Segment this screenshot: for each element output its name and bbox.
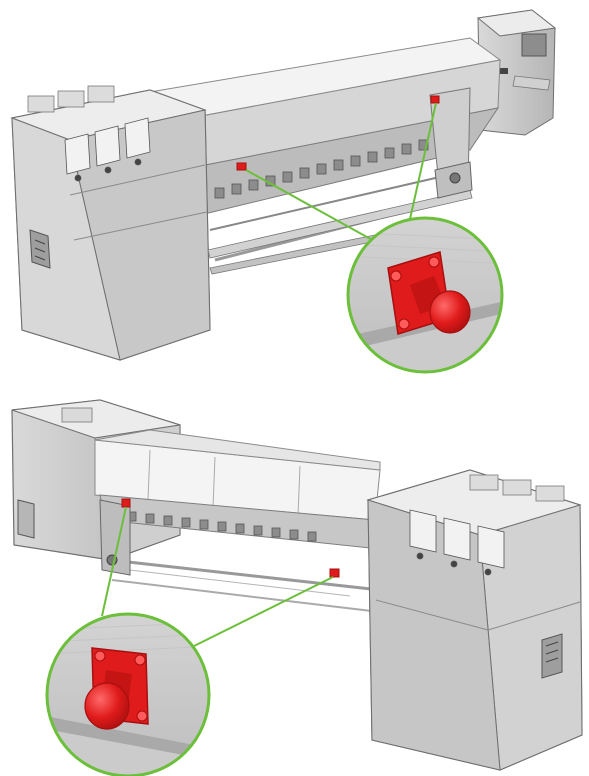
bottom-emergency-stop-button [84, 647, 149, 730]
top-callout-line-right [409, 102, 437, 220]
bottom-zoom-callout [45, 612, 211, 776]
top-ink-cartridges [64, 117, 151, 182]
control-panel-screen-icon [521, 33, 547, 57]
top-estop-marker-left [236, 162, 247, 171]
bottom-estop-marker-left [121, 498, 131, 508]
bottom-estop-marker-right [329, 568, 340, 578]
top-left-cabinet [10, 85, 211, 361]
top-callout-line-left [245, 169, 386, 248]
bottom-printer-view [11, 399, 583, 776]
top-emergency-stop-button [387, 251, 471, 335]
bottom-callout-line-right [189, 576, 334, 649]
top-vent-grille [29, 229, 51, 269]
bottom-side-door-icon [17, 499, 35, 539]
bottom-ink-cartridges [409, 509, 505, 576]
bottom-right-cabinet [366, 469, 583, 771]
bottom-callout-line-left [101, 506, 127, 617]
bottom-vent-grille [541, 633, 563, 679]
power-switch-icon [500, 68, 508, 74]
top-estop-marker-right [430, 95, 440, 104]
bottom-carriage-glass [94, 429, 381, 613]
top-printer-view [10, 9, 557, 374]
